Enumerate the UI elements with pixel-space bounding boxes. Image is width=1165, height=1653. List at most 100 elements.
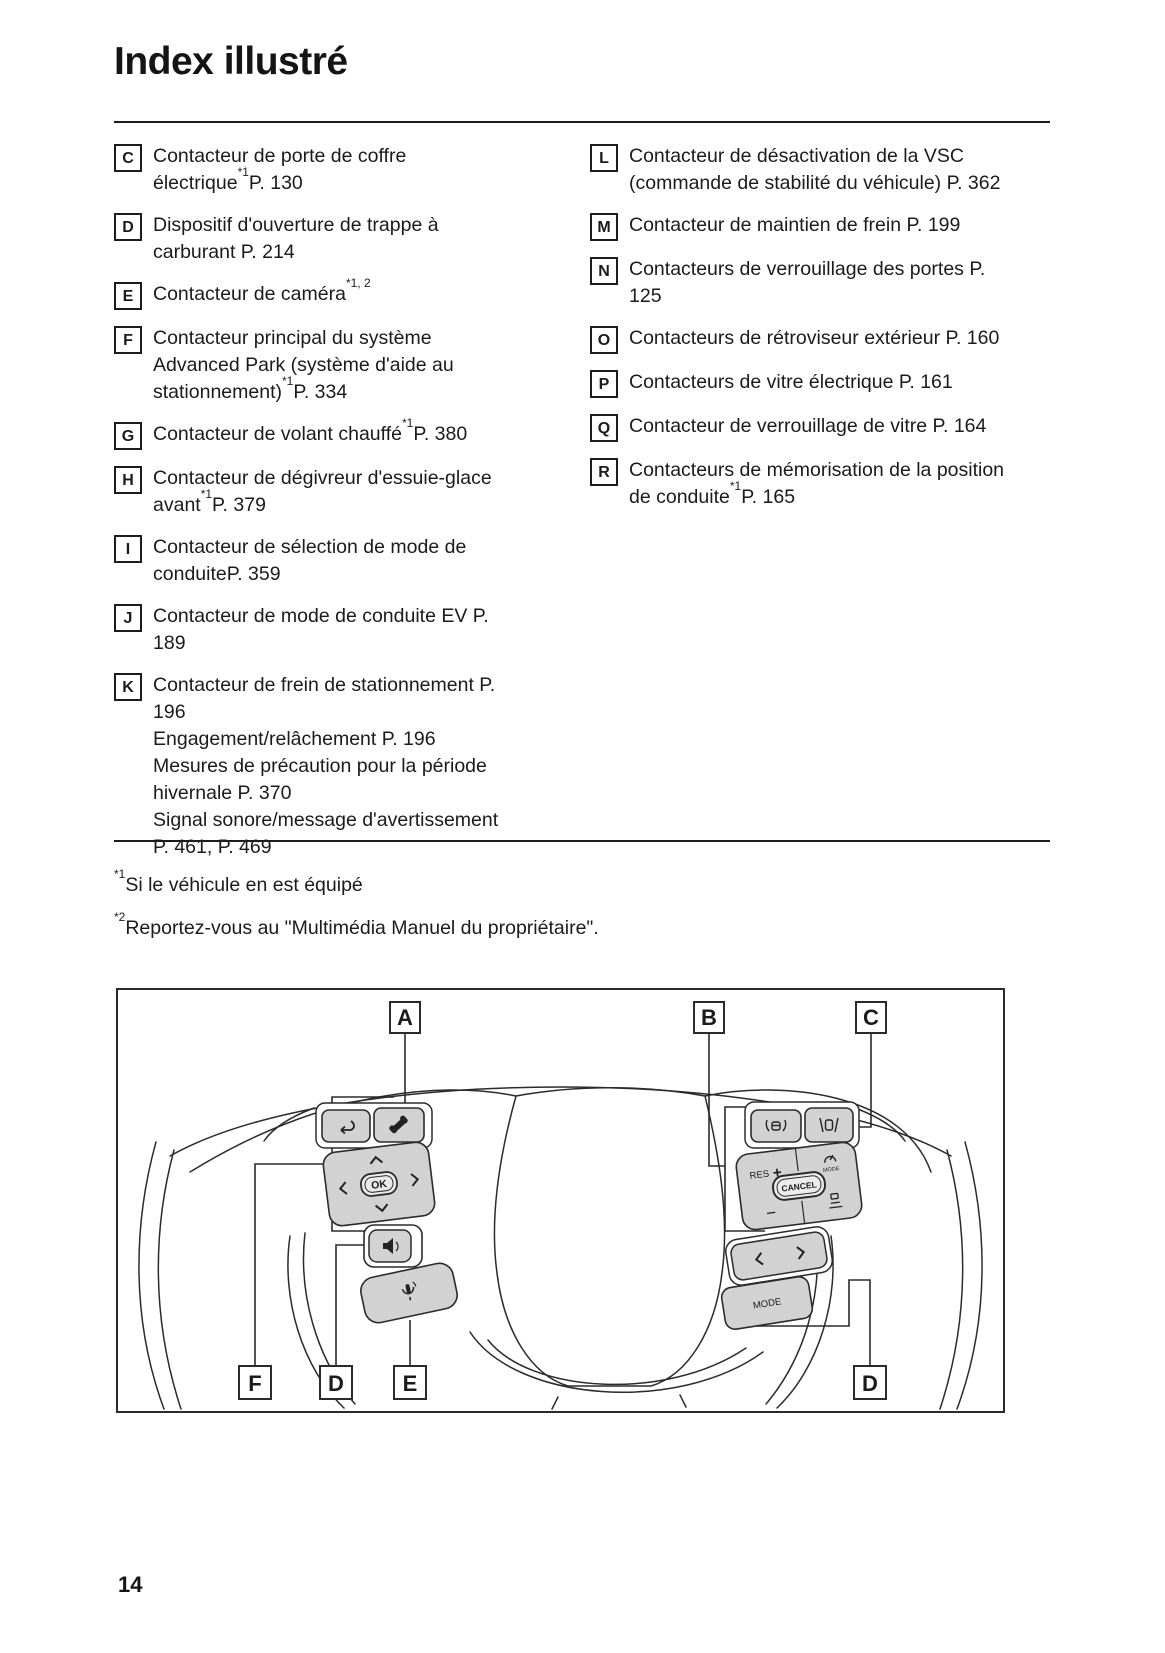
callout-b-label: B [701,1005,717,1030]
footnote-marker: *1 [282,373,294,388]
footnote-marker: *1 [237,164,249,179]
steering-wheel-diagram: OK [116,988,1005,1413]
item-text: Contacteur de sélection de mode de condu… [153,536,467,585]
item-text: Contacteur de désactivation de la VSC (c… [629,145,1001,194]
item-letter-tag: J [114,604,142,632]
item-letter-tag: P [590,370,618,398]
footnote-marker: *1 [114,866,126,881]
section-divider [114,840,1050,842]
index-item-e: E Contacteur de caméra*1, 2 [114,275,534,310]
track-prev-icon [754,1252,764,1266]
item-text: Dispositif d'ouverture de trappe à carbu… [153,214,439,263]
index-item-c: C Contacteur de porte de coffre électriqu… [114,143,534,197]
volume-button [363,1224,423,1268]
callout-d-right: D [853,1365,887,1400]
index-item-g: G Contacteur de volant chauffé*1P. 380 [114,415,534,450]
item-letter-tag: F [114,326,142,354]
item-text: Contacteur de mode de conduite EV P. 189 [153,605,489,654]
item-letter-tag: G [114,422,142,450]
index-item-p: P Contacteurs de vitre électrique P. 161 [590,369,1030,398]
title-divider [114,121,1050,123]
right-cluster-bracket [724,1106,765,1232]
footnote-marker: *1, 2 [345,275,371,290]
lane-assist-button [804,1107,854,1143]
footnote-text: Reportez-vous au "Multimédia Manuel du p… [125,917,599,939]
mode-button: MODE [720,1276,814,1330]
callout-line-d-right [742,1279,871,1366]
callout-c-label: C [863,1005,879,1030]
cruise-control-pad: RES + MODE CANCEL − [735,1141,863,1231]
index-item-r: R Contacteurs de mémorisation de la posit… [590,457,1030,511]
item-text: Contacteurs de rétroviseur extérieur P. … [629,327,1000,349]
footnote-marker: *2 [114,909,126,924]
callout-d-right-label: D [862,1371,878,1396]
index-item-d: D Dispositif d'ouverture de trappe à carb… [114,212,534,266]
callout-e-label: E [403,1371,418,1396]
item-text: Contacteur de caméra*1, 2 [153,275,371,306]
footnote-2: *2Reportez-vous au "Multimédia Manuel du… [114,911,599,941]
item-letter-tag: C [114,144,142,172]
page-title: Index illustré [114,40,348,83]
res-button-label: RES [749,1169,770,1182]
res-plus-icon: + [772,1164,783,1182]
callout-d-left-label: D [328,1371,344,1396]
index-item-j: J Contacteur de mode de conduite EV P. 18… [114,603,534,657]
footnote-marker: *1 [200,486,213,501]
item-letter-tag: M [590,213,618,241]
volume-icon [383,1238,393,1254]
callout-f: F [238,1365,272,1400]
voice-icon [401,1281,417,1301]
cancel-button-label: CANCEL [781,1179,817,1193]
item-letter-tag: R [590,458,618,486]
item-text: Contacteur de dégivreur d'essuie-glace a… [153,467,492,516]
item-text: Contacteur de volant chauffé*1P. 380 [153,415,468,446]
item-letter-tag: Q [590,414,618,442]
item-text: Contacteurs de mémorisation de la positi… [629,459,1005,508]
mode-gauge-label: MODE [823,1166,840,1174]
callout-f-label: F [248,1371,261,1396]
lane-assist-icon [819,1117,839,1133]
item-text: Contacteurs de vitre électrique P. 161 [629,371,953,393]
gauge-icon: MODE [823,1154,840,1174]
chevron-left-icon [338,1181,348,1195]
cruise-icon [765,1119,787,1132]
callout-a-label: A [397,1005,413,1030]
item-letter-tag: N [590,257,618,285]
item-letter-tag: O [590,326,618,354]
minus-icon: − [765,1203,777,1223]
track-next-icon [796,1246,806,1260]
item-text: Contacteurs de verrouillage des portes P… [629,258,986,307]
callout-b: B [693,1001,725,1034]
callout-a: A [389,1001,421,1034]
index-item-n: N Contacteurs de verrouillage des portes … [590,256,1030,310]
footnote-text: Si le véhicule en est équipé [125,874,363,896]
item-text: Contacteur principal du système Advanced… [153,327,454,403]
callout-line-b [708,1033,725,1167]
callout-c: C [855,1001,887,1034]
chevron-right-icon [410,1173,420,1187]
distance-icon [829,1192,843,1209]
item-letter-tag: D [114,213,142,241]
item-text: Contacteur de frein de stationnement P. … [153,674,499,858]
index-item-f: F Contacteur principal du système Advance… [114,325,534,406]
item-letter-tag: K [114,673,142,701]
ok-button-label: OK [371,1178,389,1192]
item-letter-tag: E [114,282,142,310]
chevron-down-icon [374,1203,389,1213]
item-text: Contacteur de maintien de frein P. 199 [629,214,961,236]
voice-button [360,1262,458,1324]
index-column-left: C Contacteur de porte de coffre électriqu… [114,143,534,876]
back-icon [340,1120,355,1135]
left-top-button-plate [315,1102,433,1149]
right-top-button-plate [744,1101,860,1149]
track-seek-button [725,1226,833,1286]
callout-d-left: D [319,1365,353,1400]
back-button [321,1109,371,1143]
phone-icon [389,1115,408,1134]
item-text: Contacteur de porte de coffre électrique… [153,145,407,194]
